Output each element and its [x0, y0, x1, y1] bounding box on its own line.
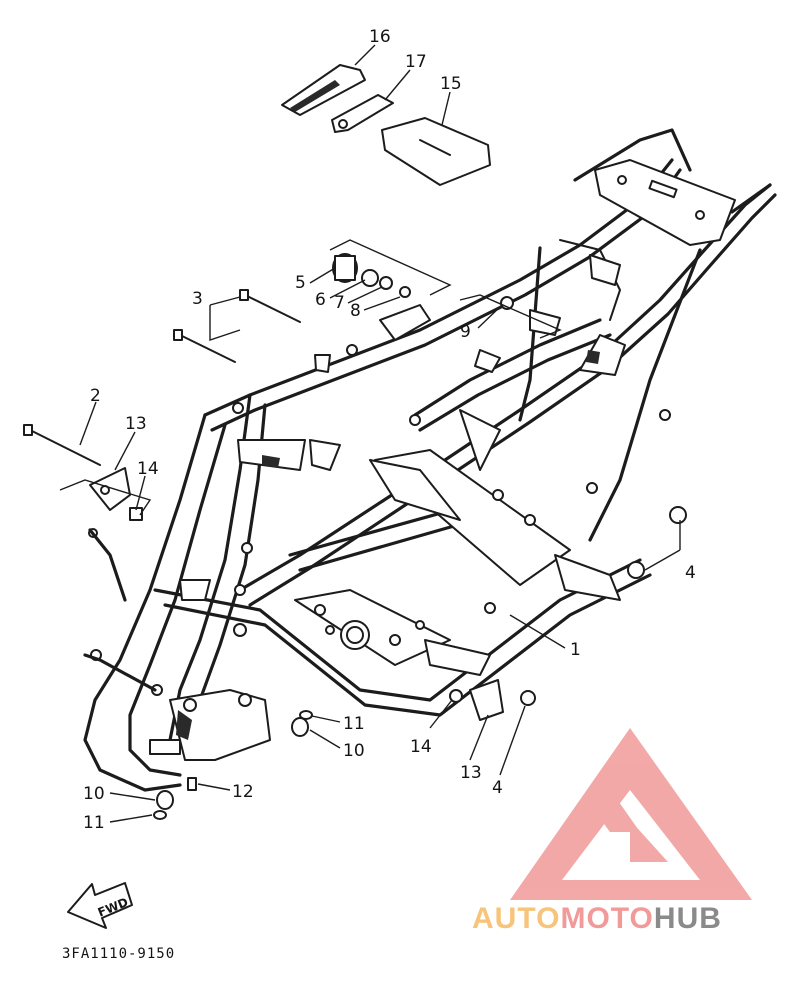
- callout-5: 5: [295, 273, 306, 293]
- watermark-text: AUTOMOTOHUB: [472, 902, 722, 935]
- callout-13-right: 13: [460, 763, 482, 783]
- callout-15: 15: [440, 74, 462, 94]
- callout-1: 1: [570, 640, 581, 660]
- callout-14-left: 14: [137, 459, 159, 479]
- callout-11-center: 11: [343, 714, 365, 734]
- callout-12: 12: [232, 782, 254, 802]
- bushing-set: [329, 239, 562, 341]
- watermark-logo: [510, 728, 752, 900]
- callout-13-left: 13: [125, 414, 147, 434]
- watermark-hub: HUB: [654, 902, 722, 935]
- callout-9: 9: [460, 322, 471, 342]
- callout-2: 2: [90, 386, 101, 406]
- callout-6: 6: [315, 290, 326, 310]
- callout-4-bottom: 4: [492, 778, 503, 798]
- callout-4-right: 4: [685, 563, 696, 583]
- rear-cross-plate: [594, 159, 736, 246]
- leader-lines: [79, 44, 681, 823]
- bolts: [23, 289, 687, 820]
- callout-17: 17: [405, 52, 427, 72]
- callout-labels: 16 17 15 5 6 7 8 9 3 2 13 14 4 1 11 10 1…: [83, 27, 696, 833]
- fwd-arrow-shape: [67, 882, 133, 929]
- watermark-inner-mark: [590, 775, 668, 862]
- callout-7: 7: [334, 293, 345, 313]
- diagram-part-code: 3FA1110-9150: [62, 946, 175, 962]
- callout-3: 3: [192, 289, 203, 309]
- callout-16: 16: [369, 27, 391, 47]
- watermark-moto: MOTO: [560, 902, 653, 935]
- callout-11-left: 11: [83, 813, 105, 833]
- callout-14-right: 14: [410, 737, 432, 757]
- watermark-triangle: [510, 728, 752, 900]
- watermark-auto: AUTO: [472, 902, 560, 935]
- main-frame: [83, 128, 777, 792]
- seat-parts: [281, 64, 491, 186]
- callout-10-center: 10: [343, 741, 365, 761]
- callout-8: 8: [350, 301, 361, 321]
- callout-10-left: 10: [83, 784, 105, 804]
- fwd-arrow: FWD: [67, 882, 133, 929]
- part-15-cushion: [381, 117, 491, 186]
